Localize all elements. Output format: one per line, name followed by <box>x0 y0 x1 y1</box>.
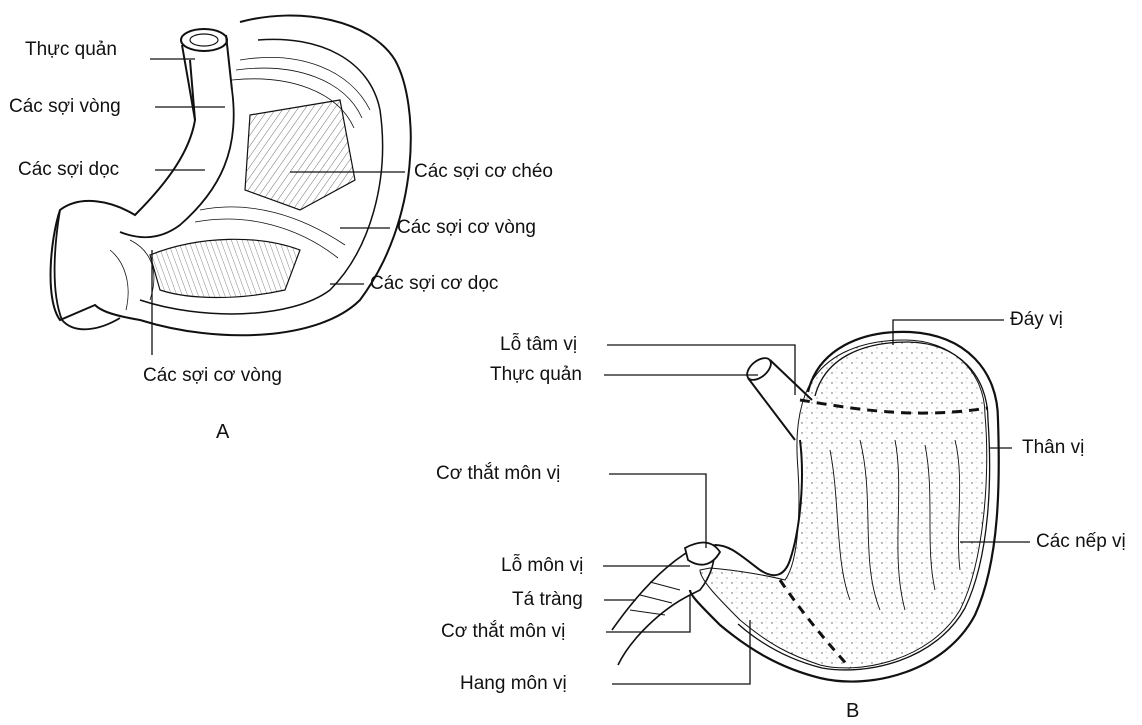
panel-letter-a: A <box>216 421 229 443</box>
label-b-pyloric-orifice: Lỗ môn vị <box>501 555 583 577</box>
stomach-section-drawing <box>612 332 999 682</box>
label-a-circular-muscle: Các sợi cơ vòng <box>397 217 536 239</box>
label-a-circular-fibers: Các sợi vòng <box>9 96 121 118</box>
panel-letter-b: B <box>846 700 859 722</box>
label-a-longitudinal-muscle: Các sợi cơ dọc <box>370 273 498 295</box>
label-b-esophagus: Thực quản <box>490 364 582 386</box>
label-b-body: Thân vị <box>1022 437 1084 459</box>
circular-window <box>150 239 300 297</box>
lesser-curvature-b <box>715 440 802 575</box>
stomach-cavity <box>700 340 987 668</box>
esophagus-opening <box>181 29 227 51</box>
duodenum-stub <box>55 210 120 329</box>
label-b-rugae: Các nếp vị <box>1036 531 1126 553</box>
label-a-circular-muscle-inner: Các sợi cơ vòng <box>143 365 282 387</box>
oblique-window <box>245 100 355 210</box>
label-b-pyloric-antrum: Hang môn vị <box>460 673 567 695</box>
label-b-pyloric-sphincter: Cơ thắt môn vị <box>436 463 560 485</box>
label-b-cardia-orifice: Lỗ tâm vị <box>500 334 577 356</box>
label-a-esophagus: Thực quản <box>25 39 117 61</box>
label-a-longitudinal-fibers: Các sợi dọc <box>18 159 119 181</box>
label-b-duodenum: Tá tràng <box>512 589 583 611</box>
label-b-pyloric-sphincter-lower: Cơ thắt môn vị <box>441 621 565 643</box>
label-b-fundus: Đáy vị <box>1010 309 1063 331</box>
label-a-oblique-muscle: Các sợi cơ chéo <box>414 161 553 183</box>
